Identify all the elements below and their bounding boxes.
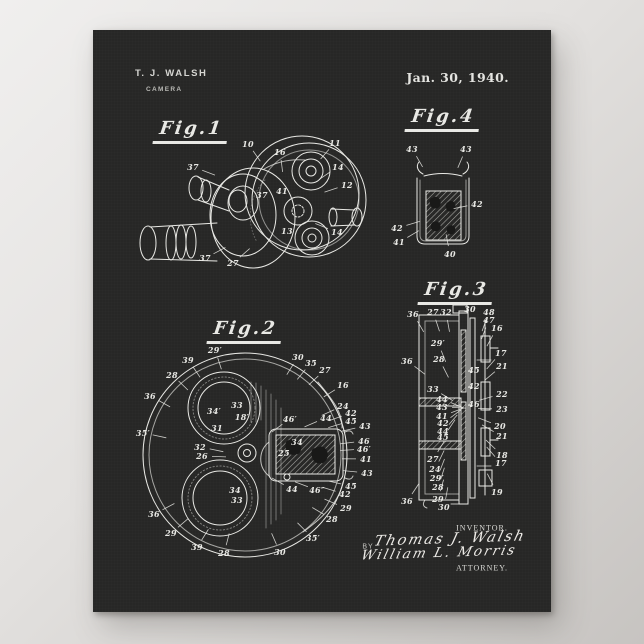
ref-numeral-fig2: 28 (326, 514, 338, 524)
ref-numeral-fig3: 45 (437, 432, 449, 442)
ref-numeral-fig2: 28 (166, 370, 178, 380)
ref-numeral-fig2: 44 (320, 413, 332, 423)
ref-numeral-fig3: 16 (491, 323, 503, 333)
ref-numeral-fig2: 35 (305, 358, 317, 368)
ref-numeral-fig1: 37 (199, 253, 211, 263)
ref-numeral-fig1: 16 (274, 147, 286, 157)
attorney-caption: ATTORNEY. (456, 564, 508, 573)
figure-label-fig4: Fig.4 (404, 106, 481, 132)
ref-numeral-fig2: 16 (337, 380, 349, 390)
ref-numeral-fig2: 29′ (208, 345, 222, 355)
ref-numeral-fig3: 19 (491, 487, 503, 497)
ref-numeral-fig2: 27 (319, 365, 331, 375)
ref-numeral-fig4: 43 (406, 144, 418, 154)
ref-numeral-fig1: 41 (276, 186, 288, 196)
ref-numeral-fig1: 14 (331, 227, 343, 237)
ref-numeral-fig3: 17 (495, 348, 507, 358)
ref-numeral-fig2: 34 (291, 437, 303, 447)
figure-label-fig3: Fig.3 (417, 279, 494, 305)
figure-label-fig2: Fig.2 (206, 318, 283, 344)
ref-numeral-fig2: 43 (361, 468, 373, 478)
ref-numeral-fig3: 27 (427, 454, 439, 464)
ref-numeral-fig2: 46′ (357, 444, 371, 454)
ref-numeral-fig2: 33 (231, 400, 243, 410)
ref-numeral-fig3: 30 (438, 502, 450, 512)
ref-numeral-fig2: 34′ (207, 406, 221, 416)
ref-numeral-fig3: 45 (468, 365, 480, 375)
ref-numeral-fig3: 42 (468, 381, 480, 391)
ref-numeral-fig3: 23 (496, 404, 508, 414)
ref-numeral-fig3: 17 (495, 458, 507, 468)
ref-numeral-fig2: 45 (345, 416, 357, 426)
ref-numeral-fig3: 21 (496, 361, 508, 371)
ref-numeral-fig2: 29 (165, 528, 177, 538)
ref-numeral-fig4: 40 (444, 249, 456, 259)
ref-numeral-fig2: 41 (360, 454, 372, 464)
ref-numeral-fig3: 32 (440, 307, 452, 317)
ref-numeral-fig2: 43 (359, 421, 371, 431)
ref-numeral-fig2: 26 (196, 451, 208, 461)
ref-numeral-fig4: 42 (391, 223, 403, 233)
ref-numeral-fig2: 35′ (306, 533, 320, 543)
ref-numeral-fig1: 14 (332, 162, 344, 172)
ref-numeral-fig3: 46 (468, 399, 480, 409)
figure-label-fig1: Fig.1 (152, 118, 229, 144)
ref-numeral-fig2: 46′ (283, 414, 297, 424)
ref-numeral-fig1: 12 (341, 180, 353, 190)
ref-numeral-fig3: 33 (427, 384, 439, 394)
ref-numeral-fig1: 10 (242, 139, 254, 149)
ref-numeral-fig1: 27 (227, 258, 239, 268)
ref-numeral-fig2: 39 (191, 542, 203, 552)
ref-numeral-fig3: 22 (496, 389, 508, 399)
ref-numeral-fig3: 27 (427, 307, 439, 317)
ref-numeral-fig2: 35′ (136, 428, 150, 438)
ref-numeral-fig3: 20 (494, 421, 506, 431)
ref-numeral-fig2: 36 (148, 509, 160, 519)
ref-numeral-fig4: 42 (471, 199, 483, 209)
ref-numeral-fig3: 28 (432, 482, 444, 492)
ref-numeral-fig1: 37 (256, 190, 268, 200)
ref-numeral-fig1: 13 (281, 226, 293, 236)
ref-numeral-fig1: 11 (329, 138, 341, 148)
ref-numeral-fig2: 25 (278, 448, 290, 458)
ref-numeral-fig2: 34 (229, 485, 241, 495)
ref-numeral-fig2: 30 (292, 352, 304, 362)
patent-poster: T. J. WALSH CAMERA Jan. 30, 1940. Fig.11… (93, 30, 551, 612)
ref-numeral-fig2: 18′ (235, 412, 249, 422)
ref-numeral-fig3: 29′ (431, 338, 445, 348)
ref-numeral-fig3: 28 (433, 354, 445, 364)
ref-numeral-fig2: 29 (340, 503, 352, 513)
ref-numeral-fig2: 39 (182, 355, 194, 365)
ref-numeral-fig2: 31 (211, 423, 223, 433)
ref-numeral-fig2: 28 (218, 548, 230, 558)
ref-numeral-fig2: 30 (274, 547, 286, 557)
ref-numeral-fig4: 43 (460, 144, 472, 154)
ref-numeral-fig2: 46″ (309, 485, 325, 495)
ref-numeral-fig2: 42 (339, 489, 351, 499)
ref-numeral-fig3: 21 (496, 431, 508, 441)
ref-numeral-fig2: 33 (231, 495, 243, 505)
ref-numeral-fig3: 36 (407, 309, 419, 319)
ref-numeral-fig3: 36 (401, 356, 413, 366)
ref-numeral-fig3: 30 (464, 304, 476, 314)
ref-numeral-fig2: 44 (286, 484, 298, 494)
ref-numeral-fig4: 41 (393, 237, 405, 247)
ref-numeral-fig3: 36 (401, 496, 413, 506)
ref-numeral-fig1: 37 (187, 162, 199, 172)
ref-numeral-fig2: 36 (144, 391, 156, 401)
